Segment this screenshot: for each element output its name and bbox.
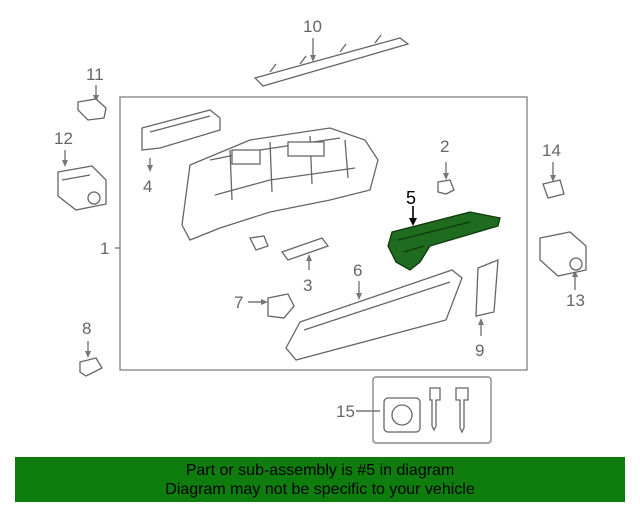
callout-14: 14 — [542, 141, 561, 160]
callout-7: 7 — [234, 293, 244, 312]
callout-11: 11 — [86, 65, 104, 84]
part-9-strip — [475, 259, 499, 317]
part-3-plug — [249, 235, 269, 251]
callout-9: 9 — [475, 341, 485, 360]
part-15-lock-set — [383, 387, 469, 434]
callout-3: 3 — [303, 276, 313, 295]
callout-13: 13 — [566, 291, 585, 310]
part-4-bracket — [141, 109, 221, 151]
callout-10: 10 — [303, 17, 322, 36]
part-8-stopper — [79, 357, 103, 377]
part-14-cap — [542, 179, 565, 199]
part-13-switch — [539, 231, 587, 277]
assembly-frame — [119, 96, 528, 371]
footer-line-part: Part or sub-assembly is #5 in diagram — [185, 461, 455, 479]
part-3-damper — [280, 237, 330, 261]
part-1-reinforcement — [181, 127, 379, 241]
callout-12: 12 — [54, 129, 73, 148]
subassembly-frame — [372, 376, 492, 444]
callout-2: 2 — [440, 137, 450, 156]
footer-line-disclaimer: Diagram may not be specific to your vehi… — [165, 480, 475, 498]
callout-5: 5 — [406, 188, 417, 208]
part-11-clip — [77, 98, 107, 121]
callout-6: 6 — [353, 261, 363, 280]
part-10-trim-strip — [253, 34, 410, 87]
part-5-highlighted — [387, 211, 501, 271]
callout-8: 8 — [82, 319, 92, 338]
part-12-switch — [57, 165, 107, 211]
part-7-latch — [267, 293, 295, 319]
part-6-door — [285, 269, 463, 361]
parts-diagram — [57, 34, 587, 444]
footer-banner: Part or sub-assembly is #5 in diagram Di… — [15, 457, 625, 502]
part-2-cushion — [437, 179, 455, 195]
callout-4: 4 — [143, 177, 153, 196]
callout-15: 15 — [336, 402, 355, 421]
callout-1: 1 — [100, 239, 110, 258]
